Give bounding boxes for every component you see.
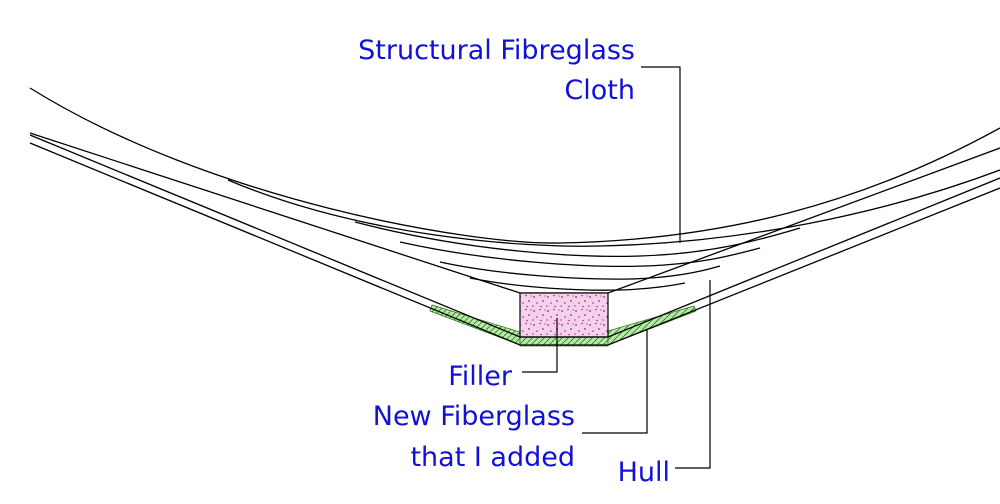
structural-cloth-layers — [29, 87, 1000, 291]
outer-hull-line-upper — [29, 134, 1000, 338]
hull-label: Hull — [618, 457, 670, 488]
inner-hull-line — [29, 132, 1000, 294]
cloth-layer-5 — [439, 261, 721, 280]
structural-cloth-leader — [641, 66, 681, 243]
outer-hull-line-lower — [29, 142, 1000, 346]
filler-label: Filler — [448, 361, 513, 392]
cloth-layer-2 — [227, 169, 1000, 247]
cloth-layer-6 — [469, 277, 686, 291]
structural-cloth-label-line1: Structural Fibreglass — [358, 35, 635, 66]
structural-cloth-label-line2: Cloth — [564, 75, 635, 106]
cloth-layer-4 — [399, 241, 761, 268]
filler-block — [519, 292, 609, 338]
leader-lines — [522, 66, 711, 469]
cloth-layer-3 — [354, 221, 801, 257]
cloth-layer-outer — [29, 87, 1000, 244]
new-fiberglass-leader — [582, 330, 648, 434]
filler-leader — [522, 318, 558, 373]
hull-leader — [675, 280, 711, 469]
new-fiberglass-label-line1: New Fiberglass — [373, 401, 575, 432]
new-fiberglass-label-line2: that I added — [410, 442, 575, 473]
new-fiberglass-strips — [429, 304, 697, 347]
